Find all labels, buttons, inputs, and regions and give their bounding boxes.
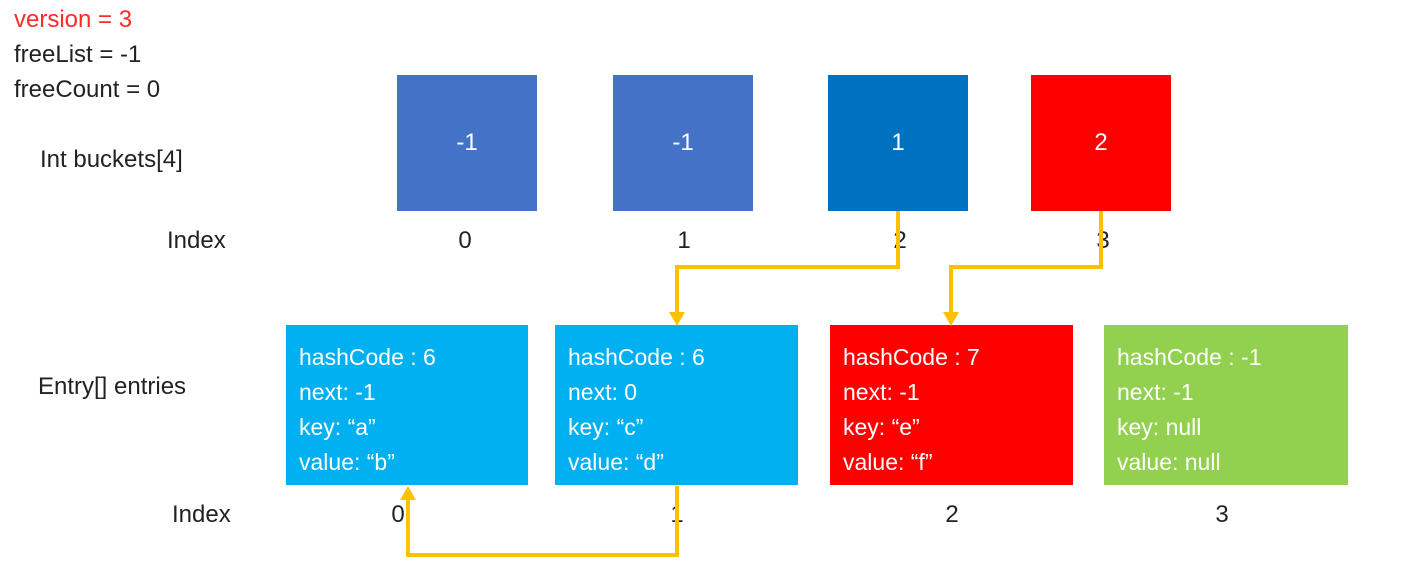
entry-key: key: “a”: [299, 414, 376, 440]
arrowhead-entry2: [943, 312, 959, 326]
bucket-value: 1: [891, 129, 905, 156]
entry-hashcode: hashCode : 6: [568, 344, 705, 370]
bucket-3: 2: [1031, 75, 1171, 211]
bucket-value: 2: [1094, 129, 1108, 156]
bucket-2: 1: [828, 75, 968, 211]
entry-2: hashCode : 7 next: -1 key: “e” value: “f…: [830, 325, 1073, 485]
arrow-entry1-to-entry0: [406, 486, 679, 557]
buckets-label: Int buckets[4]: [40, 146, 183, 173]
entry-key: key: null: [1117, 414, 1202, 440]
entry-next: next: 0: [568, 379, 638, 405]
entry-next: next: -1: [843, 379, 920, 405]
entry-index: 0: [391, 501, 405, 528]
entry-value: value: “f”: [843, 449, 933, 475]
bucket-value: -1: [456, 129, 478, 156]
version-text: version = 3: [14, 6, 133, 33]
entries-label: Entry[] entries: [38, 373, 187, 400]
buckets-index-label: Index: [167, 227, 226, 254]
entry-value: value: “b”: [299, 449, 395, 475]
bucket-1: -1: [613, 75, 753, 211]
arrowhead-entry0: [400, 486, 416, 500]
arrowhead-entry1: [669, 312, 685, 326]
entry-key: key: “e”: [843, 414, 920, 440]
entry-value: value: “d”: [568, 449, 664, 475]
arrow-bucket3-to-entry2: [949, 211, 1103, 314]
bucket-value: -1: [672, 129, 694, 156]
entry-hashcode: hashCode : -1: [1117, 344, 1262, 370]
entry-3: hashCode : -1 next: -1 key: null value: …: [1104, 325, 1348, 485]
entry-1: hashCode : 6 next: 0 key: “c” value: “d”: [555, 325, 798, 485]
entry-key: key: “c”: [568, 414, 644, 440]
entry-hashcode: hashCode : 7: [843, 344, 980, 370]
bucket-0: -1: [397, 75, 537, 211]
free-list-text: freeList = -1: [14, 41, 142, 68]
free-count-text: freeCount = 0: [14, 76, 161, 103]
entry-next: next: -1: [1117, 379, 1194, 405]
arrow-bucket2-to-entry1: [675, 211, 900, 314]
entries-index-label: Index: [172, 501, 231, 528]
entry-hashcode: hashCode : 6: [299, 344, 436, 370]
entry-index: 3: [1215, 501, 1229, 528]
entry-next: next: -1: [299, 379, 376, 405]
entry-value: value: null: [1117, 449, 1221, 475]
bucket-index: 1: [677, 227, 691, 254]
bucket-index: 0: [458, 227, 472, 254]
entry-0: hashCode : 6 next: -1 key: “a” value: “b…: [286, 325, 528, 485]
entry-index: 2: [945, 501, 959, 528]
